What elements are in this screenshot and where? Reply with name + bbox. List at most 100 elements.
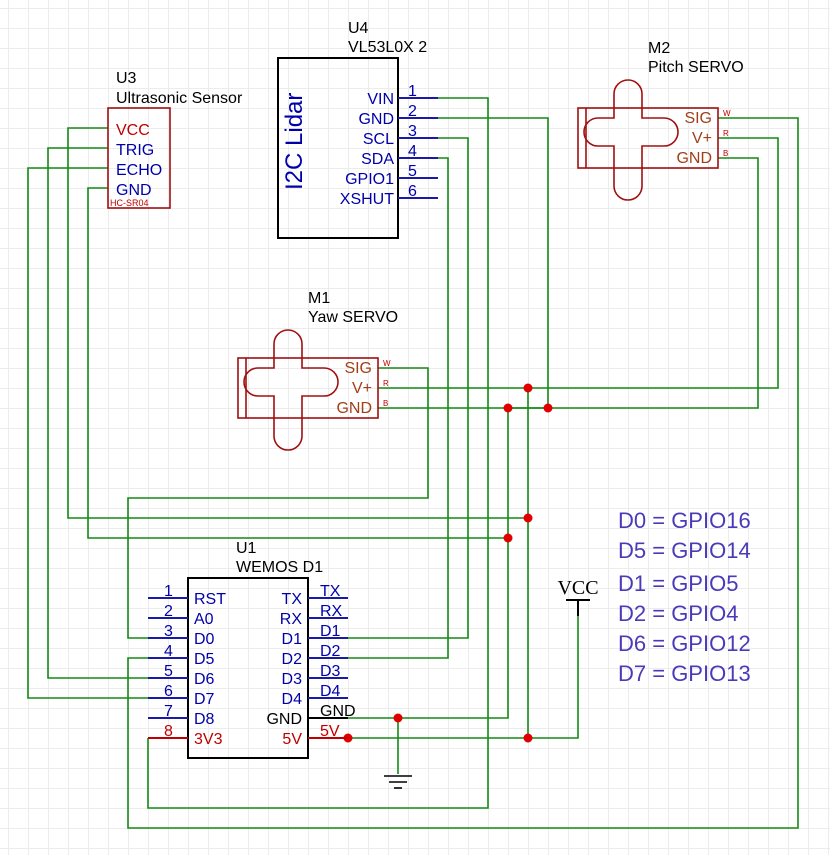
u1-pin-label: TX — [282, 591, 303, 608]
u4-pin-number: 2 — [408, 103, 417, 120]
note-line: D2 = GPIO4 — [618, 601, 738, 626]
u1-pin-label: D3 — [282, 671, 303, 688]
wire-pitch-gnd — [508, 157, 759, 409]
u4-pin-number: 4 — [408, 143, 417, 160]
u1-pin-label: D8 — [194, 711, 215, 728]
u1-pin-label: RST — [194, 591, 226, 608]
ground-symbol[interactable] — [384, 775, 412, 789]
u4-pin-label: GPIO1 — [345, 171, 394, 188]
u1-pin-number: 6 — [164, 683, 173, 700]
note-line: D1 = GPIO5 — [618, 571, 738, 596]
u1-pin-name: D4 — [320, 683, 341, 700]
gpio-notes: D0 = GPIO16 D5 = GPIO14 D1 = GPIO5 D2 = … — [618, 508, 751, 686]
note-line: D6 = GPIO12 — [618, 631, 751, 656]
u1-pin-label: D7 — [194, 691, 215, 708]
u1-pin-number: 5 — [164, 663, 173, 680]
junction-dot — [393, 713, 403, 723]
u3-pin-label: TRIG — [116, 142, 154, 159]
m2-pin-label: SIG — [684, 110, 712, 127]
u1-pin-label: RX — [280, 611, 303, 628]
u3-designator: U3 — [116, 70, 137, 87]
u3-part-number: HC-SR04 — [110, 198, 149, 208]
wire-us-echo — [27, 167, 148, 699]
u1-pin-label: GND — [266, 711, 302, 728]
component-u3-ultrasonic[interactable]: U3 Ultrasonic Sensor VCC TRIG ECHO GND H… — [107, 70, 243, 209]
u1-pin-number: 7 — [164, 703, 173, 720]
u1-right-pins — [308, 597, 348, 739]
u4-body-text: I2C Lidar — [281, 93, 308, 190]
u1-pin-label: D6 — [194, 671, 215, 688]
component-u1-wemos[interactable]: U1 WEMOS D1 1 2 3 4 5 — [148, 540, 356, 759]
u1-body — [187, 577, 309, 759]
u4-pin-number: 6 — [408, 183, 417, 200]
wire-us-gnd — [87, 187, 508, 539]
component-m1-yaw-servo[interactable]: M1 Yaw SERVO SIG V+ GND W R B — [237, 290, 398, 451]
wire-us-vcc — [67, 127, 528, 519]
m2-designator: M2 — [648, 40, 670, 57]
m1-wire-code: W — [383, 359, 391, 368]
u1-pin-name: 5V — [320, 723, 340, 740]
u1-pin-label: D2 — [282, 651, 303, 668]
m1-designator: M1 — [308, 290, 330, 307]
u1-pin-number: 8 — [164, 723, 173, 740]
wire-lidar-vin — [147, 97, 489, 809]
junction-dot — [523, 383, 533, 393]
m2-body — [577, 107, 719, 169]
vcc-label: VCC — [557, 577, 598, 599]
u1-pin-number: 3 — [164, 623, 173, 640]
note-line: D0 = GPIO16 — [618, 508, 751, 533]
u4-pin-number: 5 — [408, 163, 417, 180]
u4-pin-label: SDA — [361, 151, 394, 168]
u4-pin-label: SCL — [363, 131, 394, 148]
u1-pin-label: D0 — [194, 631, 215, 648]
u1-pin-label: 3V3 — [194, 731, 223, 748]
u4-pin-label: XSHUT — [340, 191, 394, 208]
m2-pin-label: GND — [676, 150, 712, 167]
wire-lidar-gnd — [398, 117, 549, 408]
u3-pin-label: GND — [116, 182, 152, 199]
wire-yaw-sig — [127, 367, 429, 639]
m1-value: Yaw SERVO — [308, 309, 398, 326]
u4-pin-number: 1 — [408, 83, 417, 100]
wire-vcc — [528, 616, 579, 739]
u1-designator: U1 — [236, 540, 257, 557]
wire-5v-bus — [348, 388, 529, 739]
u3-value: Ultrasonic Sensor — [116, 90, 243, 107]
m2-wire-code: W — [723, 109, 731, 118]
u1-pin-name: RX — [320, 603, 343, 620]
m1-body — [237, 357, 379, 419]
note-line: D7 = GPIO13 — [618, 661, 751, 686]
u1-pin-number: 4 — [164, 643, 173, 660]
junction-dot — [523, 733, 533, 743]
wire-pitch-sig — [127, 117, 799, 829]
u1-pin-label: D4 — [282, 691, 303, 708]
m2-pin-label: V+ — [692, 130, 712, 147]
u4-pins — [398, 97, 438, 199]
m1-pin-label: GND — [336, 400, 372, 417]
u4-value: VL53L0X 2 — [348, 39, 427, 56]
component-m2-pitch-servo[interactable]: M2 Pitch SERVO SIG V+ GND W R B — [577, 40, 744, 201]
junctions — [343, 383, 553, 743]
m1-wire-code: R — [383, 379, 389, 388]
u4-pin-label: VIN — [367, 91, 394, 108]
u1-value: WEMOS D1 — [236, 559, 323, 576]
junction-dot — [503, 533, 513, 543]
u1-pin-label: A0 — [194, 611, 214, 628]
u1-pin-name: D1 — [320, 623, 341, 640]
u1-pin-name: D3 — [320, 663, 341, 680]
m1-wire-code: B — [383, 399, 388, 408]
component-u4-lidar[interactable]: U4 VL53L0X 2 I2C Lidar VIN GND SCL SDA G… — [277, 20, 438, 239]
u4-body — [277, 57, 399, 239]
u1-pin-name: GND — [320, 703, 356, 720]
m2-value: Pitch SERVO — [648, 59, 744, 76]
vcc-symbol[interactable]: VCC — [557, 577, 599, 616]
m1-horn — [243, 329, 339, 451]
m1-pin-label: V+ — [352, 380, 372, 397]
junction-dot — [543, 403, 553, 413]
junction-dot — [523, 513, 533, 523]
u1-pin-number: 1 — [164, 583, 173, 600]
u1-pin-label: 5V — [282, 731, 302, 748]
m2-horn — [583, 79, 679, 201]
